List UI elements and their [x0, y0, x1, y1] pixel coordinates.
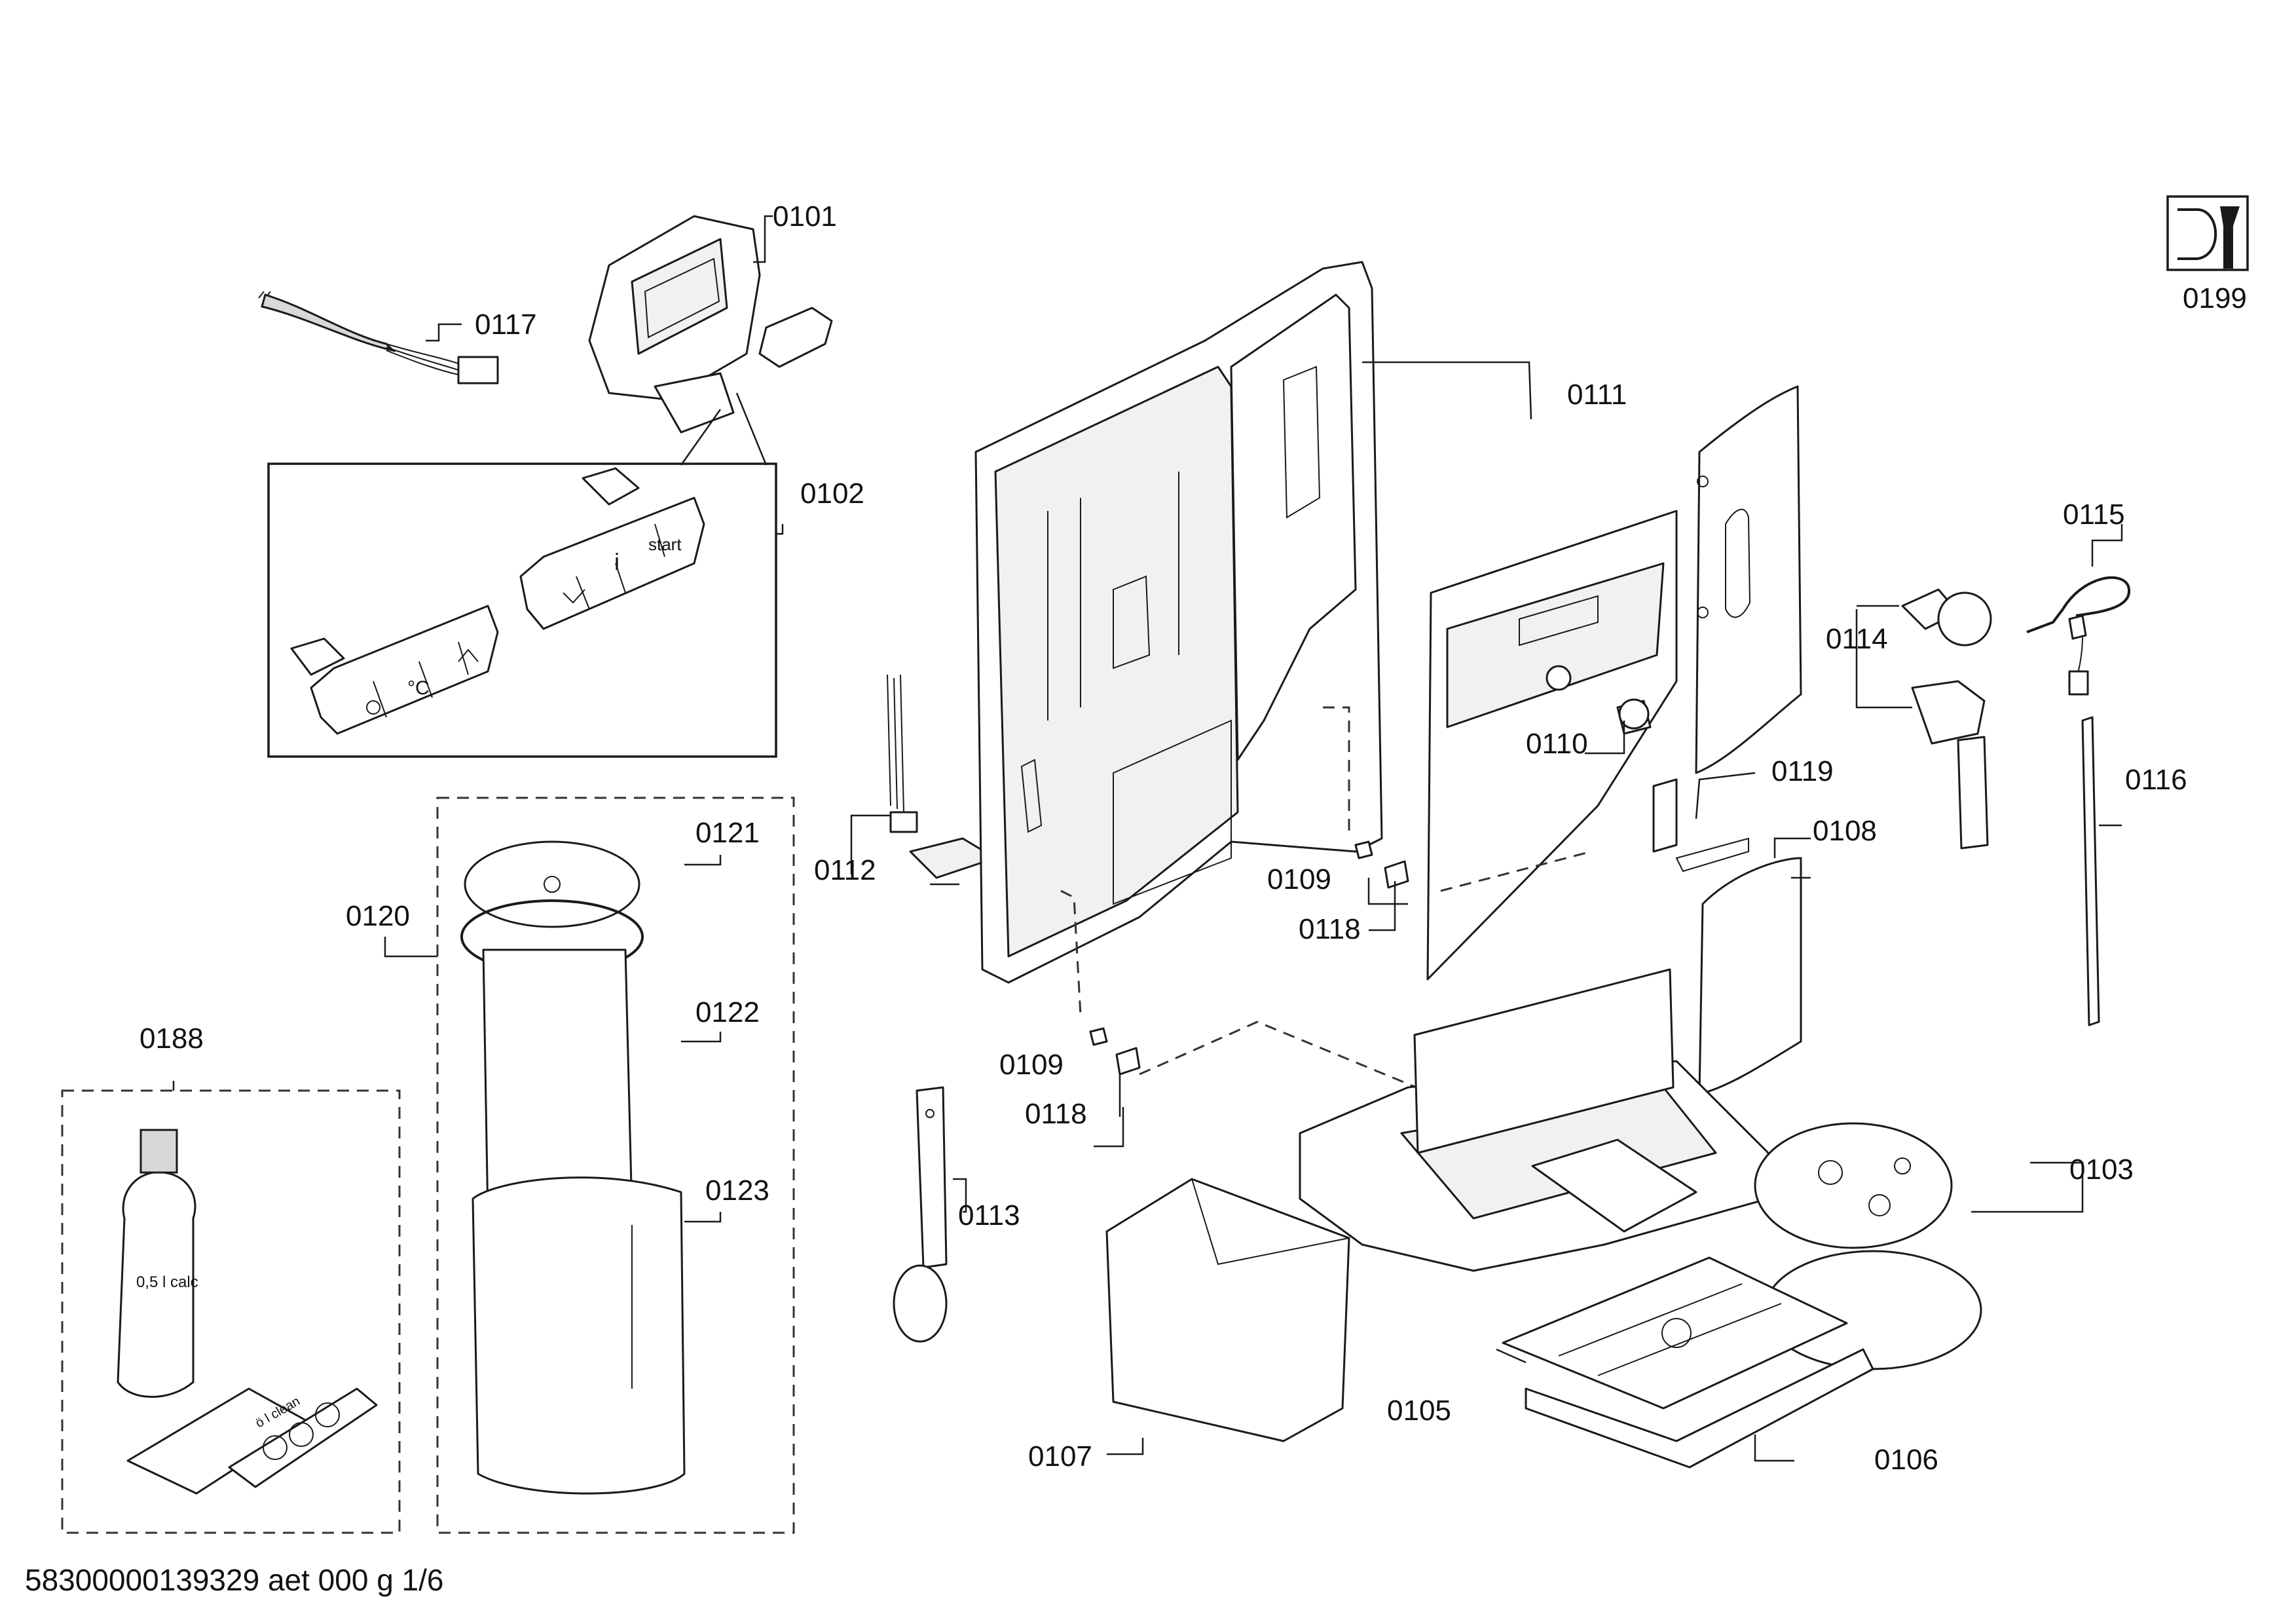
part-0105-0106-drip-tray — [1502, 1256, 1874, 1469]
part-0113-scoop — [893, 1086, 948, 1343]
label-0110: 0110 — [1526, 728, 1588, 760]
label-0122: 0122 — [695, 996, 760, 1028]
label-0105: 0105 — [1387, 1395, 1451, 1427]
label-0118-lower: 0118 — [1025, 1098, 1087, 1130]
label-0101: 0101 — [773, 200, 837, 233]
label-0123: 0123 — [705, 1174, 769, 1207]
part-0115-hose — [2026, 576, 2131, 696]
part-0103-turntable — [1754, 1122, 1982, 1370]
part-labels: 0101 0102 0103 0105 0106 0107 0108 0109 … — [139, 200, 2247, 1476]
tool-wrench-icon — [2166, 195, 2249, 271]
part-0102-keypad-detail: i start °C — [267, 392, 777, 758]
label-0106: 0106 — [1874, 1444, 1938, 1476]
label-0113: 0113 — [958, 1199, 1020, 1231]
label-0108: 0108 — [1813, 815, 1877, 847]
part-0117-cable — [258, 291, 499, 385]
button-start-text: start — [648, 535, 682, 554]
part-0111-frame-housing — [974, 261, 1532, 984]
part-0111-inner-panel — [1426, 510, 1678, 981]
label-0118-upper: 0118 — [1299, 913, 1361, 945]
part-0108-door — [1675, 837, 1802, 1095]
label-0115: 0115 — [2063, 498, 2125, 531]
label-0111: 0111 — [1567, 379, 1627, 411]
label-0188: 0188 — [139, 1023, 204, 1055]
label-0114: 0114 — [1826, 623, 1888, 655]
label-0120: 0120 — [346, 900, 410, 932]
label-0109-lower: 0109 — [999, 1049, 1064, 1081]
label-0107: 0107 — [1028, 1440, 1092, 1473]
label-0121: 0121 — [695, 817, 760, 849]
part-base-tray — [1299, 968, 1769, 1272]
leader-lines — [172, 215, 2123, 1462]
part-0116-rod — [2081, 716, 2100, 1026]
button-temperature-text: °C — [407, 677, 430, 699]
part-0114-valve — [1901, 588, 1992, 850]
part-0107-grounds-container — [1105, 1178, 1350, 1442]
label-0199: 0199 — [2183, 282, 2247, 314]
document-id: 58300000139329 aet 000 g 1/6 — [25, 1563, 444, 1597]
label-0109-upper: 0109 — [1267, 863, 1331, 895]
label-0119: 0119 — [1771, 755, 1834, 787]
bottle-label-text: 0,5 l calc — [136, 1273, 198, 1291]
part-0109-0118-small-parts — [1060, 706, 1592, 1115]
label-0112: 0112 — [814, 854, 876, 886]
part-0101-control-module — [588, 215, 833, 434]
part-0188-care-kit: 0,5 l calc ö l clean — [61, 1089, 401, 1534]
part-0120-water-tank — [436, 797, 795, 1534]
label-0116: 0116 — [2125, 764, 2187, 796]
label-0103: 0103 — [2069, 1154, 2134, 1186]
part-0111-side-cover — [1695, 385, 1802, 774]
label-0102: 0102 — [800, 478, 864, 510]
label-0117: 0117 — [475, 309, 537, 341]
button-info-text: i — [614, 548, 620, 575]
part-0119-clip — [1652, 778, 1678, 853]
